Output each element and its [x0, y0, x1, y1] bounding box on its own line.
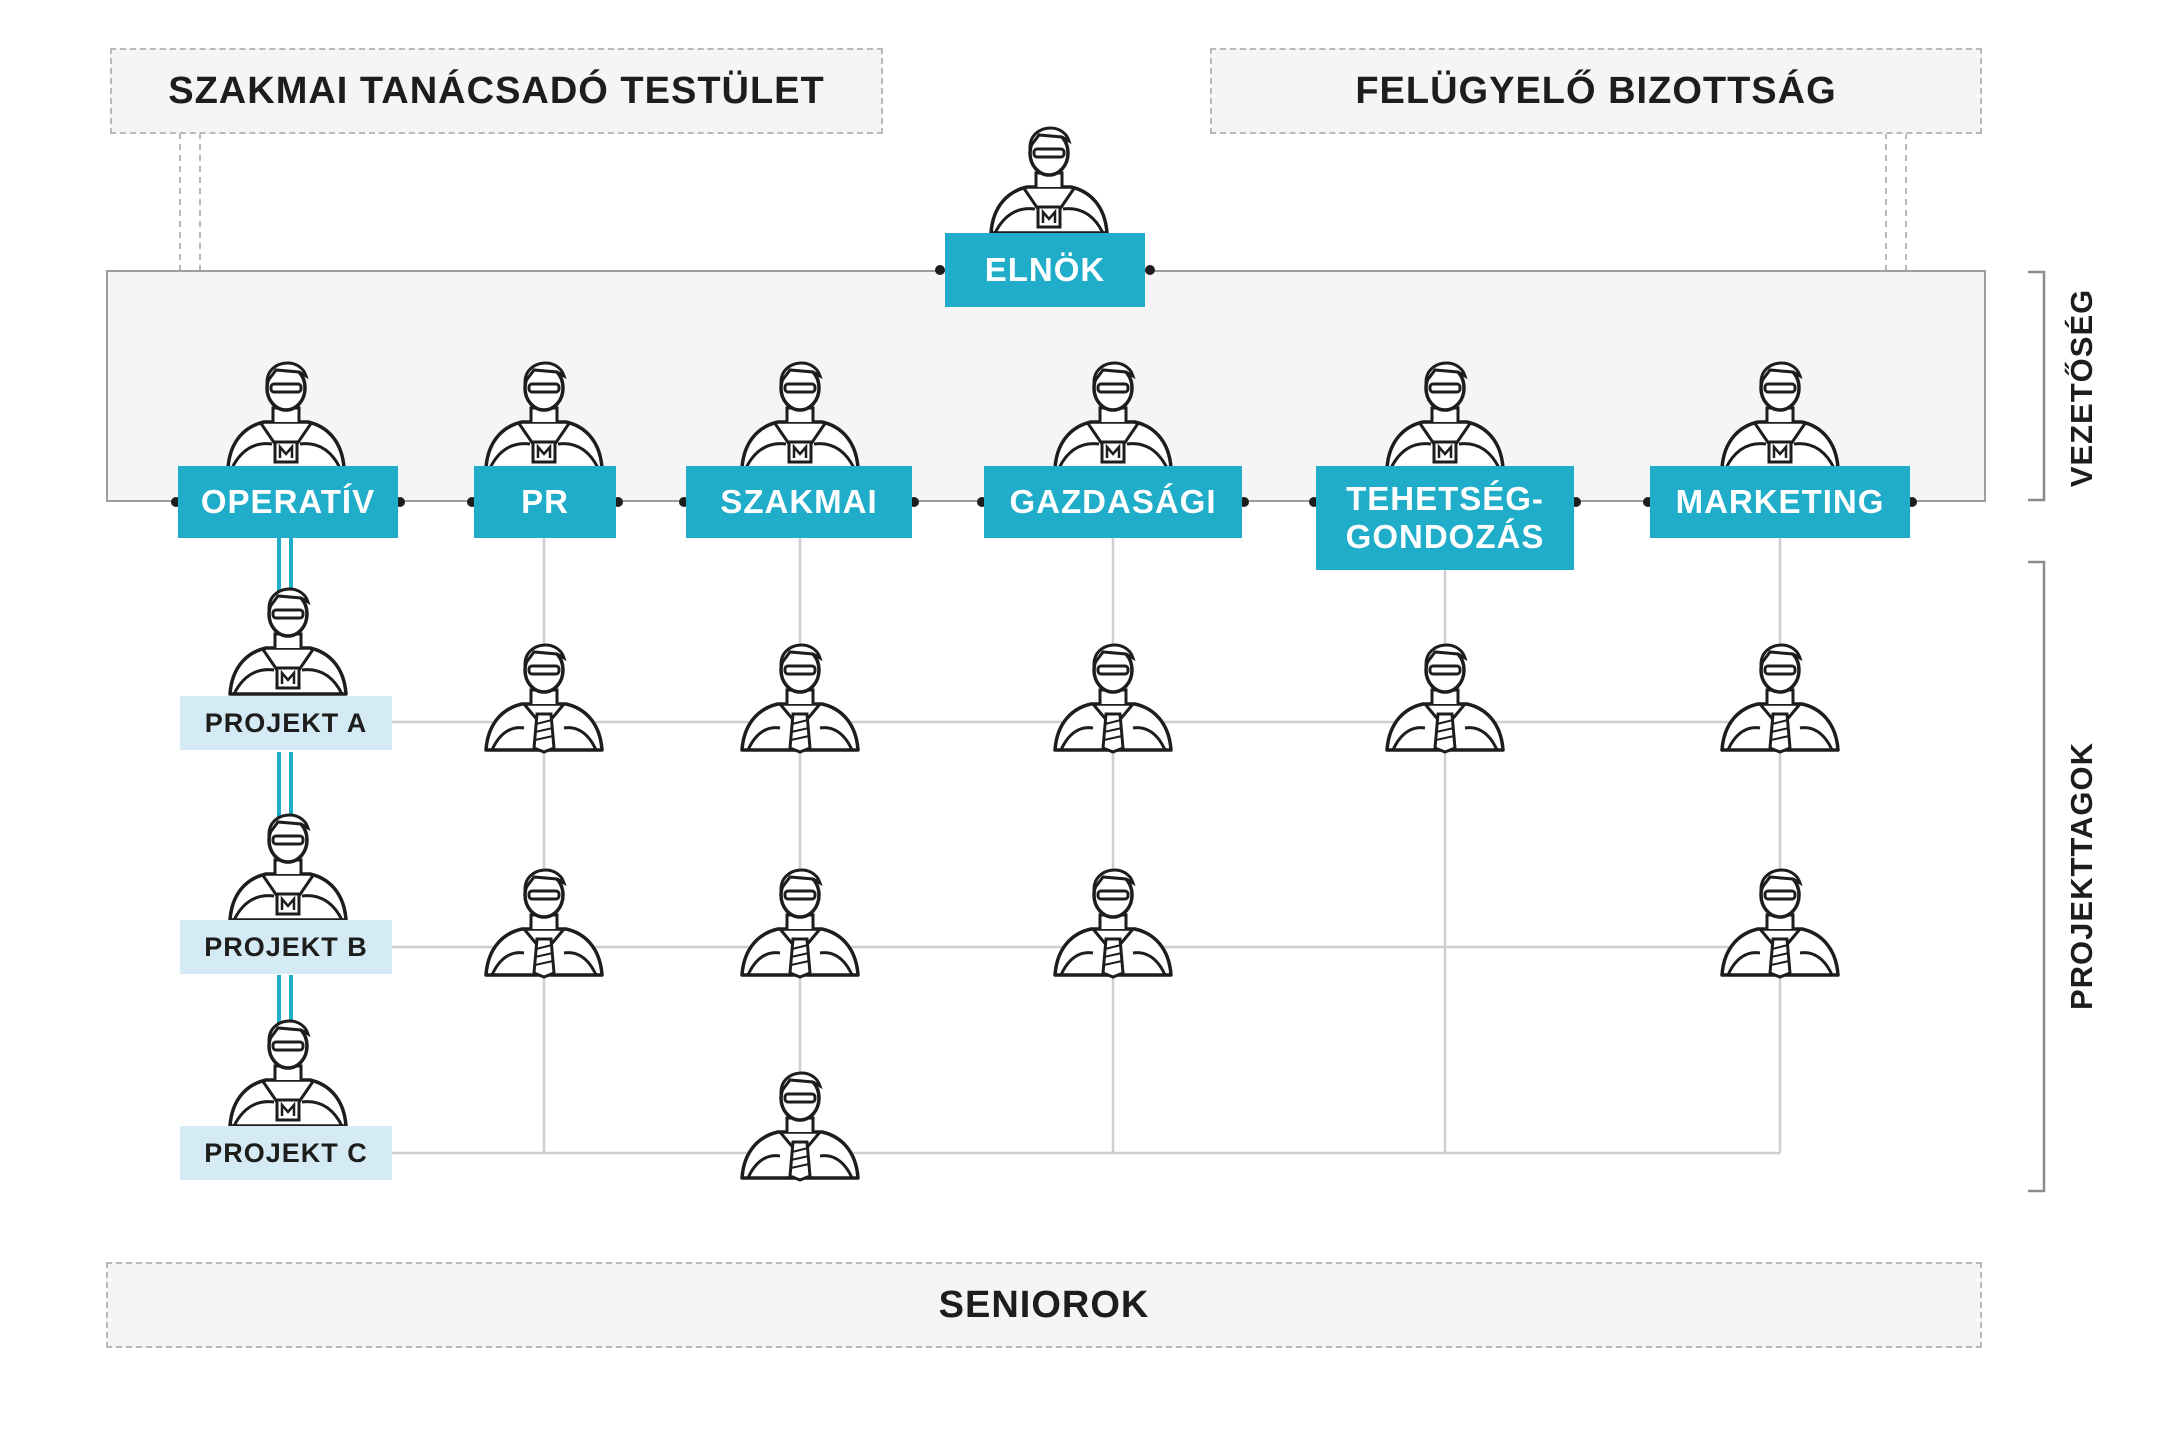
- department-label: GAZDASÁGI: [1009, 483, 1217, 520]
- project-label-text: PROJEKT B: [204, 931, 368, 962]
- project-leader-icon: [228, 587, 348, 696]
- supervisory-board-label: FELÜGYELŐ BIZOTTSÁG: [1355, 69, 1837, 112]
- project-grid-lines: [392, 530, 1782, 1155]
- department-szakmai: SZAKMAI: [686, 466, 912, 538]
- member-icon: [740, 643, 860, 754]
- seniors-box: SENIOROK: [106, 1262, 1982, 1348]
- department-label: SZAKMAI: [720, 483, 878, 520]
- connector-dot: [935, 265, 945, 275]
- leadership-side-label: VEZETŐSÉG: [2062, 238, 2102, 538]
- department-gazdasagi: GAZDASÁGI: [984, 466, 1242, 538]
- member-icon: [1053, 643, 1173, 754]
- department-label-line: GONDOZÁS: [1345, 518, 1545, 555]
- department-label: PR: [521, 483, 569, 520]
- member-icon: [1385, 643, 1505, 754]
- department-label-line: TEHETSÉG-: [1346, 480, 1544, 517]
- leadership-panel: [106, 270, 1986, 502]
- department-marketing: MARKETING: [1650, 466, 1910, 538]
- board-connectors: [179, 133, 1907, 272]
- seniors-label: SENIOROK: [938, 1283, 1150, 1326]
- project-label-a: PROJEKT A: [180, 696, 392, 750]
- project-leader-icon: [228, 813, 348, 922]
- member-icon: [740, 1071, 860, 1182]
- project-label-b: PROJEKT B: [180, 920, 392, 974]
- project-leader-icon: [228, 1019, 348, 1128]
- member-icon: [1053, 868, 1173, 979]
- department-operativ: OPERATÍV: [178, 466, 398, 538]
- member-icon: [1720, 868, 1840, 979]
- department-pr: PR: [474, 466, 616, 538]
- president-leader-icon: [989, 126, 1109, 235]
- connector-dot: [1145, 265, 1155, 275]
- department-label: MARKETING: [1675, 483, 1885, 520]
- member-icon: [484, 643, 604, 754]
- project-label-text: PROJEKT A: [204, 707, 368, 738]
- leadership-side-text: VEZETŐSÉG: [2064, 288, 2099, 488]
- supervisory-board-box: FELÜGYELŐ BIZOTTSÁG: [1210, 48, 1982, 134]
- member-icon: [1720, 643, 1840, 754]
- project-members-side-label: PROJEKTTAGOK: [2062, 726, 2102, 1026]
- project-label-c: PROJEKT C: [180, 1126, 392, 1180]
- member-icon: [484, 868, 604, 979]
- department-label: OPERATÍV: [200, 483, 376, 520]
- side-brackets: [2028, 270, 2046, 1193]
- project-members-side-text: PROJEKTTAGOK: [2064, 741, 2099, 1011]
- department-tehetseggondozas: TEHETSÉG- GONDOZÁS: [1316, 466, 1574, 570]
- president-box: ELNÖK: [945, 233, 1145, 307]
- president-label: ELNÖK: [984, 251, 1106, 288]
- member-icon: [740, 868, 860, 979]
- advisory-board-box: SZAKMAI TANÁCSADÓ TESTÜLET: [110, 48, 883, 134]
- project-label-text: PROJEKT C: [204, 1137, 368, 1168]
- advisory-board-label: SZAKMAI TANÁCSADÓ TESTÜLET: [168, 69, 825, 112]
